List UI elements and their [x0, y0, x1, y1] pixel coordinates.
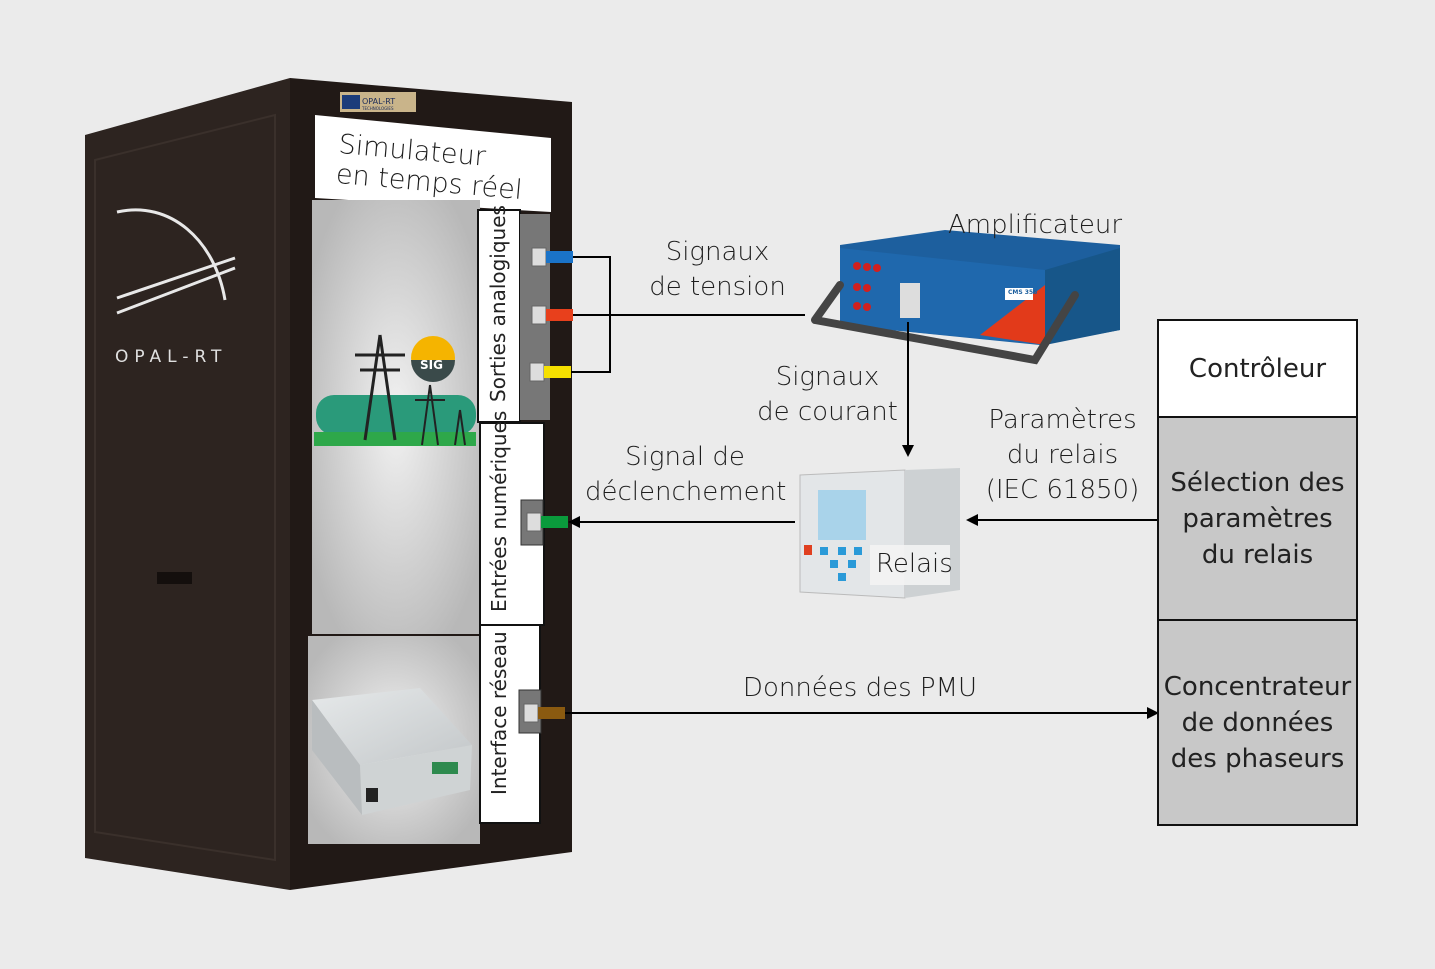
relay-label: Relais [876, 549, 953, 579]
controller-title-box: Contrôleur [1157, 319, 1358, 418]
current-signal-label: Signaux de courant [755, 360, 900, 430]
pdc-box: Concentrateur de données des phaseurs [1157, 619, 1358, 826]
connection-lines [565, 256, 1159, 719]
connector-blue [531, 247, 573, 267]
amplifier-model: CMS 356 [1008, 289, 1038, 296]
connector-yellow [529, 362, 571, 382]
relay-param-selection-text: Sélection des paramètres du relais [1170, 467, 1345, 570]
voltage-signal-line [571, 256, 805, 373]
pmu-data-label: Données des PMU [742, 673, 978, 703]
voltage-line1: Signaux [665, 237, 770, 267]
simulator-cabinet: OPAL-RT OPAL-RT TECHNOLOGIES SIG [85, 78, 573, 890]
params-line1: Paramètres [988, 405, 1137, 435]
connector-green [526, 512, 568, 532]
relay-device [799, 468, 960, 599]
params-line3: (IEC 61850) [985, 475, 1140, 505]
brand-plate-sub: TECHNOLOGIES [361, 106, 394, 111]
trip-signal-label: Signal de déclenchement [585, 440, 787, 510]
trip-line2: déclenchement [585, 477, 787, 507]
title-panel [315, 115, 551, 212]
power-lines-illustration: SIG [314, 334, 476, 446]
sig-logo-text: SIG [420, 358, 443, 372]
relay-params-label: Paramètres du relais (IEC 61850) [985, 403, 1140, 508]
opal-rt-logo-mark [116, 208, 236, 315]
amplifier-label: Amplificateur [948, 210, 1123, 240]
amplifier-device [811, 230, 1120, 365]
current-line2: de courant [757, 397, 898, 427]
network-interface-label: Interface réseau [487, 631, 511, 795]
digital-inputs-label: Entrées numériques [487, 410, 511, 612]
relay-param-selection-box: Sélection des paramètres du relais [1157, 416, 1358, 621]
pmu-device-illustration [312, 688, 472, 815]
brand-plate-text: OPAL-RT [362, 97, 395, 106]
current-line1: Signaux [775, 362, 880, 392]
analog-label-strip [477, 209, 521, 423]
voltage-line2: de tension [649, 272, 786, 302]
params-line2: du relais [1006, 440, 1119, 470]
connector-red [531, 305, 573, 325]
controller-title: Contrôleur [1188, 353, 1327, 384]
side-logo-text: OPAL-RT [115, 347, 227, 367]
analog-outputs-label: Sorties analogiques [486, 205, 510, 402]
voltage-signal-label: Signaux de tension [640, 235, 795, 305]
cabinet-handle [157, 572, 192, 584]
pdc-text: Concentrateur de données des phaseurs [1163, 671, 1352, 774]
trip-line1: Signal de [625, 442, 745, 472]
connector-brown [523, 703, 565, 723]
